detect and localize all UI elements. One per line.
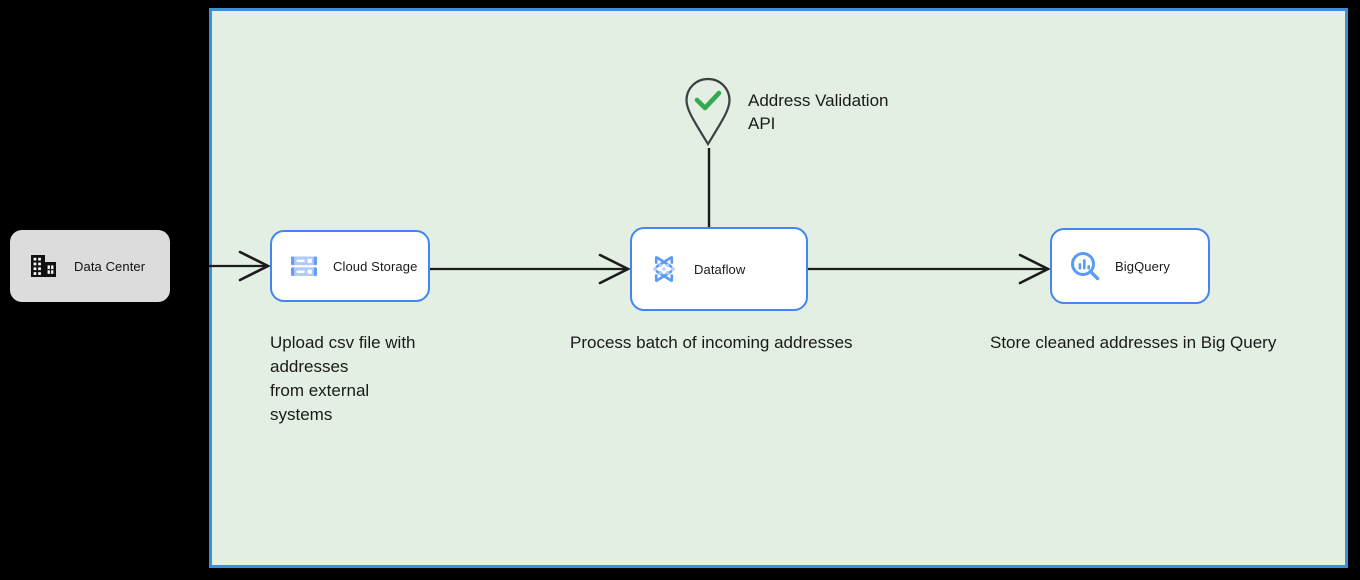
node-data-center[interactable]: Data Center <box>10 230 170 302</box>
address-validation-api-label: Address Validation API <box>748 91 889 133</box>
cloud-storage-icon <box>289 251 319 281</box>
dataflow-icon <box>648 253 680 285</box>
caption-process: Process batch of incoming addresses <box>570 333 853 352</box>
bigquery-icon <box>1069 250 1101 282</box>
node-dataflow-label: Dataflow <box>694 261 746 277</box>
node-dataflow[interactable]: Dataflow <box>630 227 808 311</box>
map-pin-check-icon <box>684 76 732 153</box>
building-icon <box>28 251 58 281</box>
caption-store: Store cleaned addresses in Big Query <box>990 333 1277 352</box>
caption-upload: Upload csv file with addresses from exte… <box>270 333 416 424</box>
node-bigquery-label: BigQuery <box>1115 258 1170 274</box>
node-data-center-label: Data Center <box>74 258 146 274</box>
node-cloud-storage-label: Cloud Storage <box>333 258 418 274</box>
node-bigquery[interactable]: BigQuery <box>1050 228 1210 304</box>
node-cloud-storage[interactable]: Cloud Storage <box>270 230 430 302</box>
